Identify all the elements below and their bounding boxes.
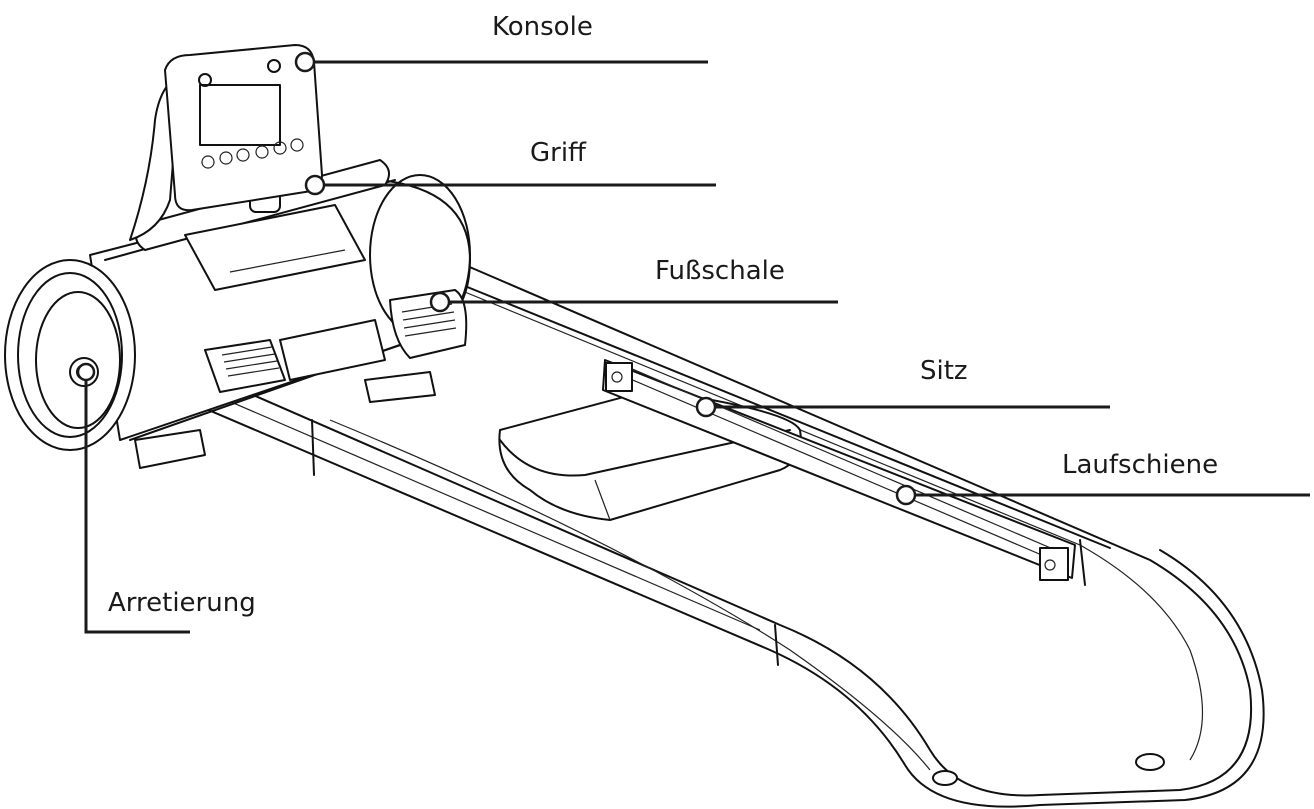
label-griff: Griff — [530, 138, 586, 168]
footrests — [204, 289, 468, 393]
label-sitz: Sitz — [920, 356, 968, 386]
label-konsole: Konsole — [492, 12, 593, 42]
label-fussschale: Fußschale — [655, 256, 785, 286]
console — [129, 44, 323, 241]
label-arretierung: Arretierung — [108, 588, 256, 618]
leader-lines — [76, 51, 1310, 634]
label-laufschiene: Laufschiene — [1062, 450, 1219, 480]
